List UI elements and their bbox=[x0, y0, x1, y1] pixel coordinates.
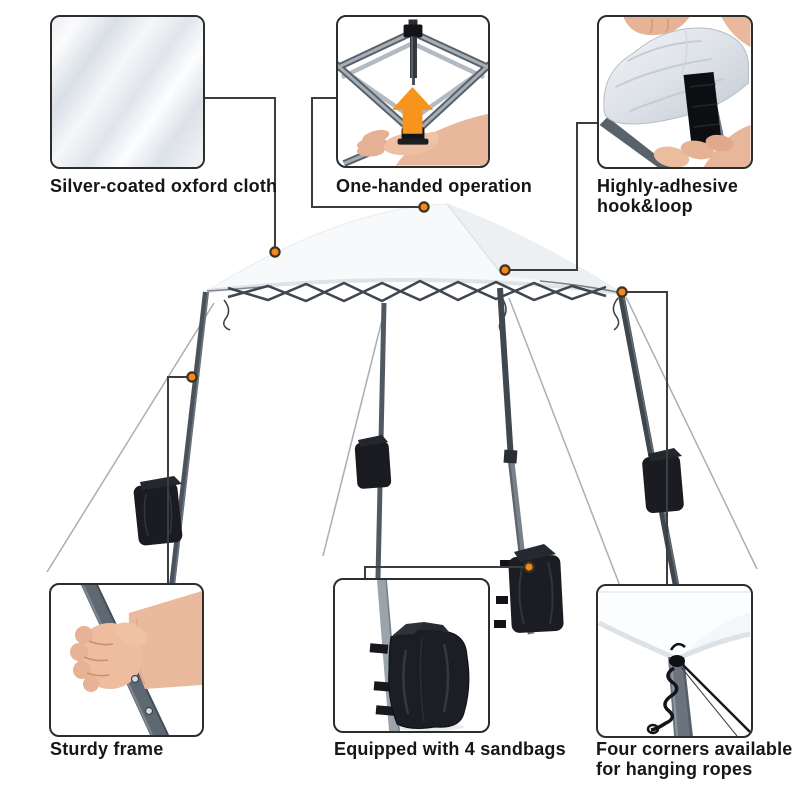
guy-ropes bbox=[46, 296, 758, 587]
canopy bbox=[206, 203, 623, 295]
callout-line-sandbags bbox=[364, 566, 529, 578]
callout-line-one-handed bbox=[311, 97, 424, 208]
leg-joint bbox=[503, 449, 518, 464]
center-pole bbox=[410, 36, 417, 79]
feature-card-hanging-ropes bbox=[596, 584, 753, 738]
callout-line-hook-loop bbox=[505, 122, 597, 271]
feature-card-one-handed bbox=[336, 15, 490, 168]
callout-dots bbox=[186, 201, 628, 573]
dot-silver-cloth bbox=[269, 246, 281, 258]
hook-loop-strap bbox=[683, 72, 722, 145]
dot-hook-loop bbox=[499, 264, 511, 276]
sandbag-front-left bbox=[133, 476, 183, 546]
sandbag-front-right bbox=[494, 544, 564, 633]
dot-sandbags bbox=[523, 561, 535, 573]
callout-lines bbox=[167, 97, 668, 585]
corner-leg bbox=[668, 657, 693, 736]
rope-front-right bbox=[508, 297, 621, 587]
feature-label-hanging-ropes: Four corners available for hanging ropes bbox=[596, 739, 793, 779]
sturdy-frame-image bbox=[70, 585, 202, 735]
sandbags bbox=[133, 435, 684, 633]
corner-ties bbox=[223, 297, 620, 335]
rope-rear-left bbox=[322, 311, 385, 557]
feature-card-silver-cloth bbox=[50, 15, 205, 169]
callout-line-sturdy-frame bbox=[167, 376, 192, 583]
rope-front-left bbox=[46, 302, 215, 573]
dot-one-handed bbox=[418, 201, 430, 213]
feature-label-one-handed: One-handed operation bbox=[336, 176, 533, 196]
hook-loop-image bbox=[599, 17, 751, 167]
top-hub bbox=[403, 24, 423, 38]
callout-line-silver-cloth bbox=[205, 97, 276, 252]
rope-taut bbox=[682, 664, 751, 733]
corner-rope-image bbox=[598, 591, 751, 736]
fabric-swatch-image bbox=[52, 17, 203, 167]
dot-hanging-ropes bbox=[616, 286, 628, 298]
dot-sturdy-frame bbox=[186, 371, 198, 383]
forearm-hand bbox=[356, 113, 488, 166]
rope-knot bbox=[669, 655, 685, 667]
feature-card-sandbags bbox=[333, 578, 490, 733]
feature-label-hook-loop: Highly-adhesive hook&loop bbox=[597, 176, 739, 216]
sandbag-image bbox=[369, 580, 470, 731]
feature-label-sturdy-frame: Sturdy frame bbox=[50, 739, 164, 759]
sandbag-rear-left bbox=[354, 435, 392, 489]
rivet bbox=[144, 706, 154, 716]
rivet bbox=[130, 674, 140, 684]
feature-card-sturdy-frame bbox=[49, 583, 204, 737]
up-arrow-icon bbox=[391, 87, 434, 134]
one-handed-image bbox=[338, 19, 488, 166]
feature-label-silver-cloth: Silver-coated oxford cloth bbox=[50, 176, 278, 196]
sandbag-rear-right bbox=[642, 448, 684, 513]
sandbag bbox=[388, 629, 470, 729]
truss bbox=[227, 279, 607, 303]
callout-line-hanging-ropes bbox=[622, 291, 668, 585]
leg-front-right-upper bbox=[497, 287, 514, 461]
feature-label-sandbags: Equipped with 4 sandbags bbox=[334, 739, 566, 759]
rope-rear-right bbox=[625, 296, 758, 570]
rope-zigzag bbox=[650, 666, 679, 732]
feature-card-hook-loop bbox=[597, 15, 753, 169]
